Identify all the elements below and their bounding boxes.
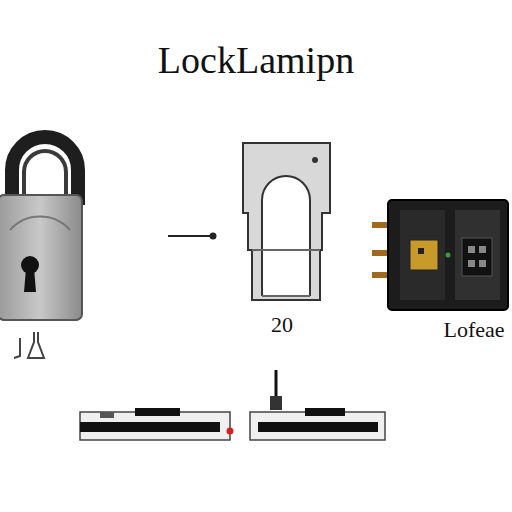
padlock <box>0 137 82 320</box>
rail-parts <box>80 370 385 440</box>
socket-device <box>372 200 508 310</box>
part-label: Lofeae <box>443 317 504 343</box>
arrow-line <box>168 233 217 240</box>
callout-number: 20 <box>271 312 293 338</box>
key-symbol <box>14 332 44 358</box>
diagram-title: LockLamipn <box>158 38 354 82</box>
bracket-part <box>243 143 330 300</box>
